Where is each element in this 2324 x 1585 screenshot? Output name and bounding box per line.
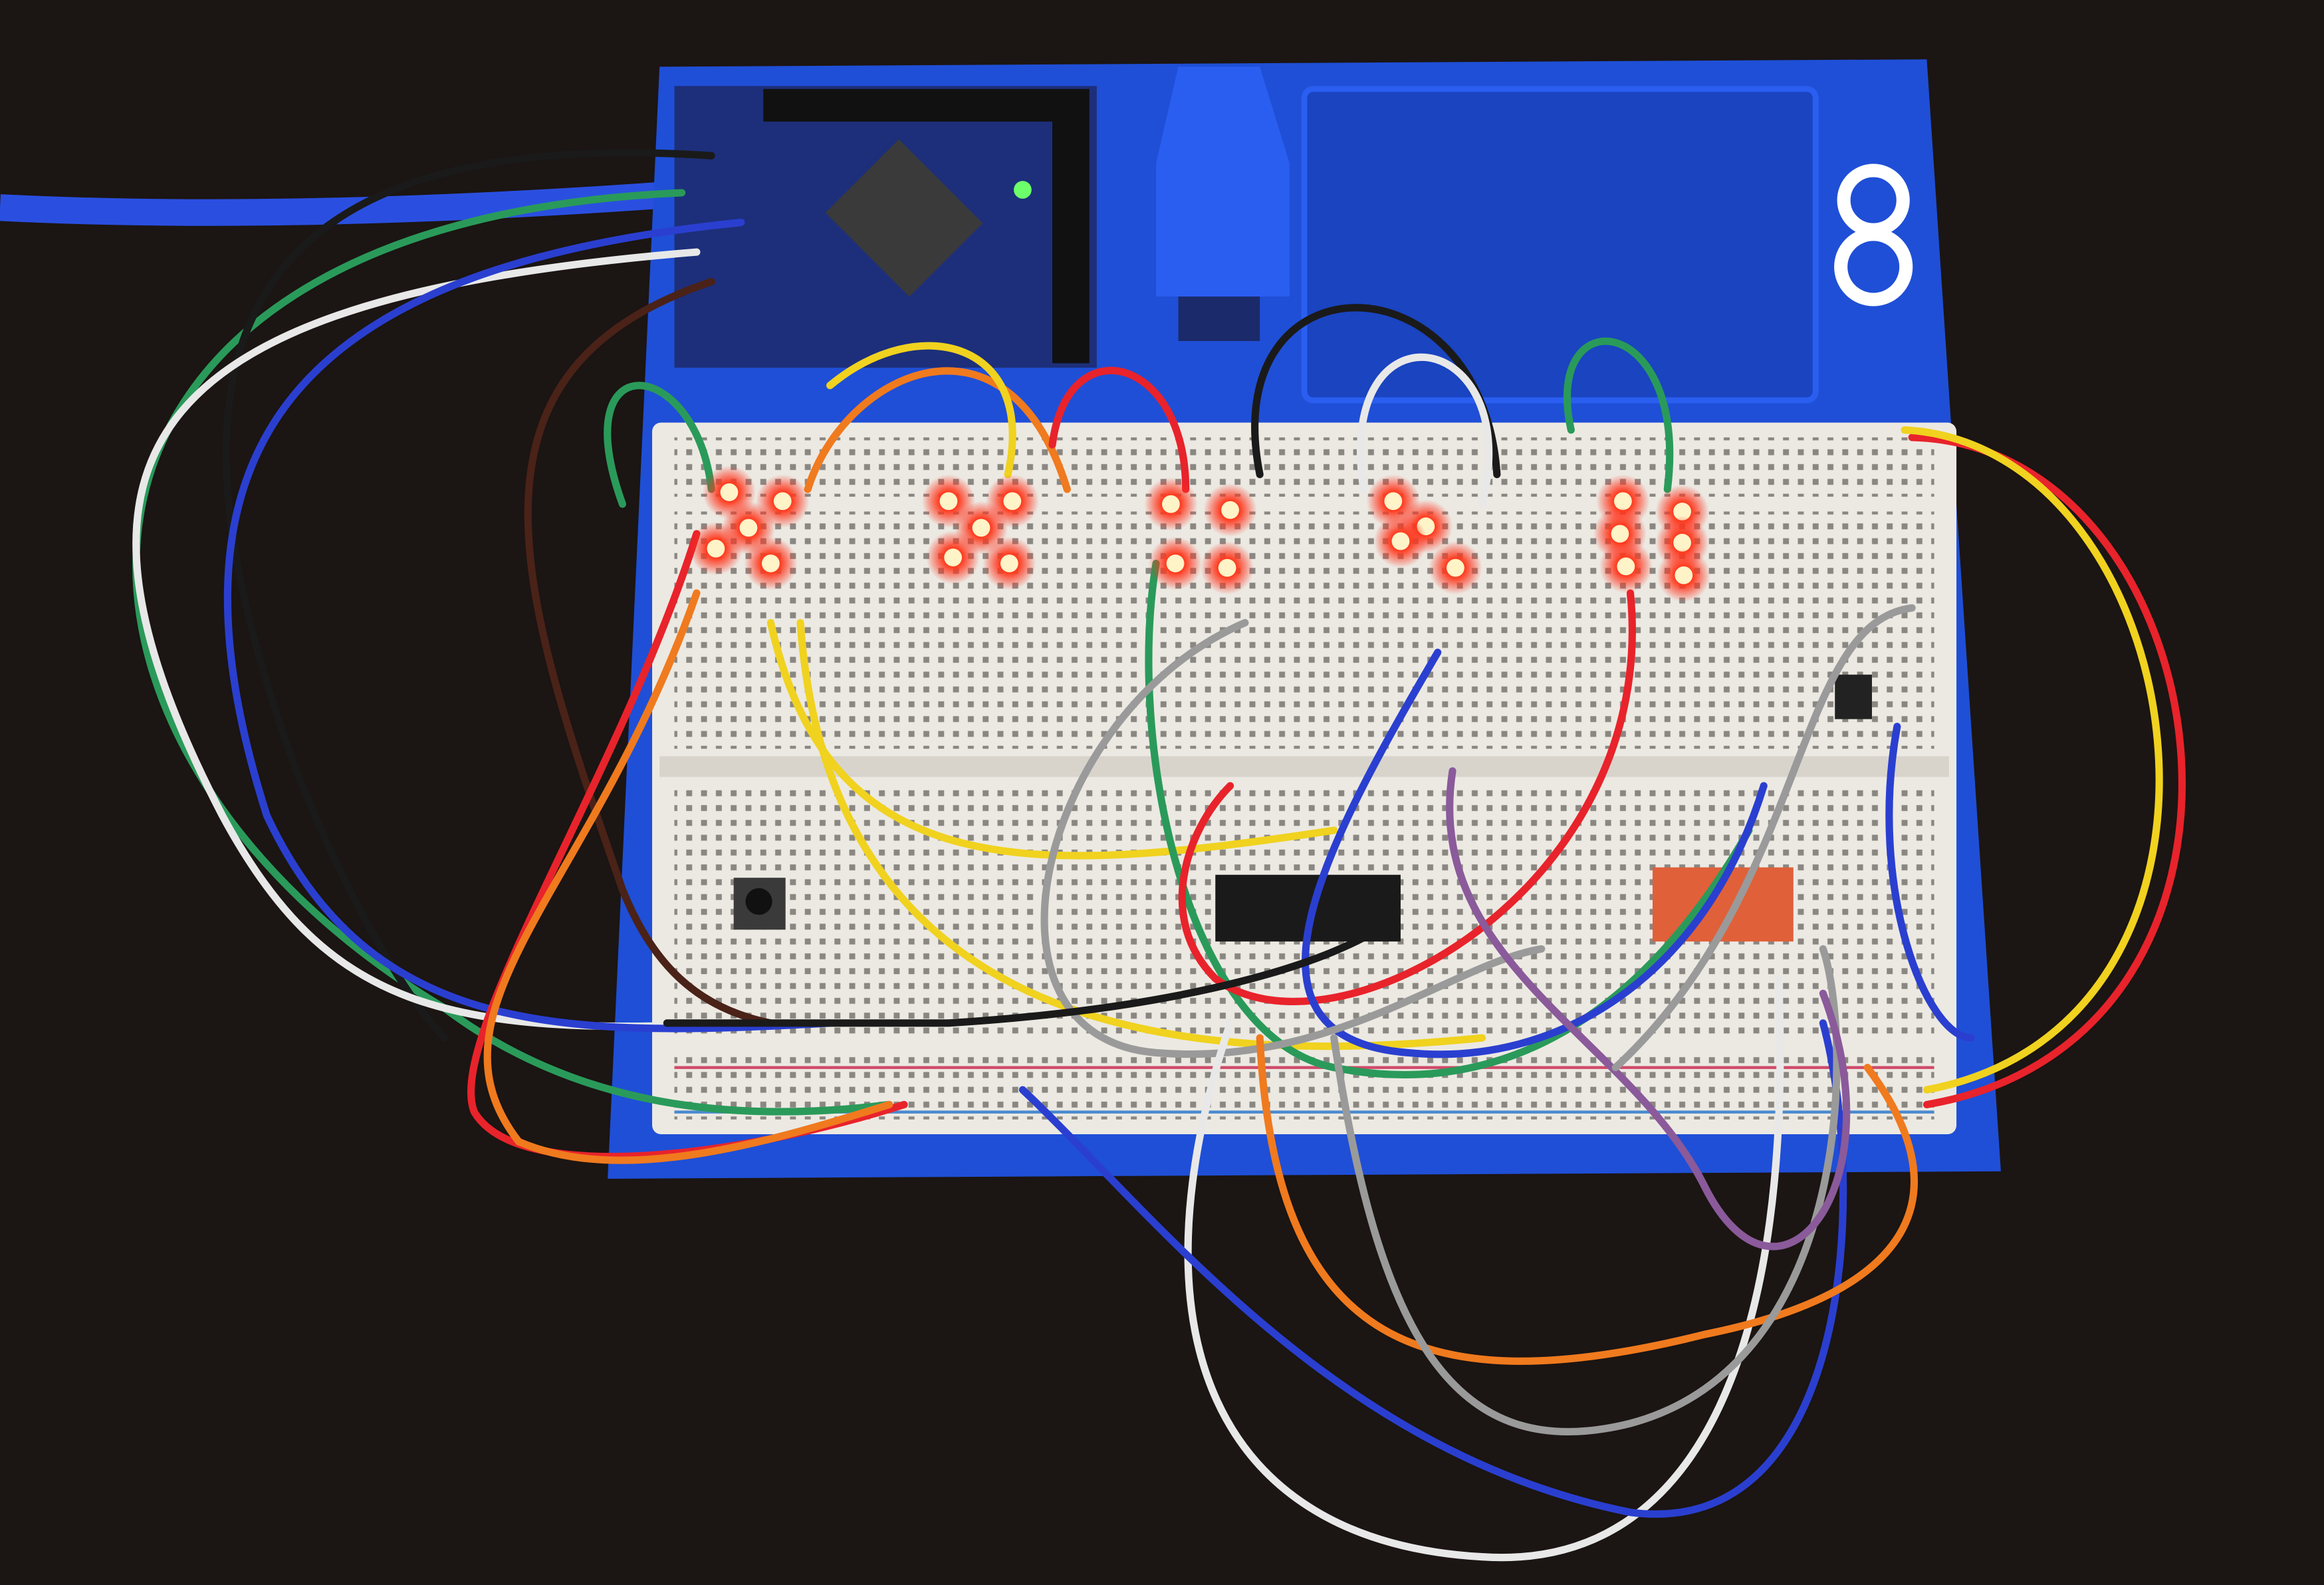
jumper-wire [796,619,1486,1050]
slide-switch [1835,674,1872,719]
jumper-wire [1178,589,1636,1005]
jumper-wire [223,218,834,1033]
led [1166,554,1185,572]
breadboard-holes-top [674,511,1934,749]
wires [132,149,2186,1562]
jumper-wire [804,367,1071,493]
jumper-wire [1564,337,1674,493]
led-cluster [689,465,810,590]
led [972,519,990,537]
jumper-wire [1908,433,2186,1109]
led [1221,501,1239,519]
breadboard-holes-top-rail [674,437,1934,497]
led [1384,492,1403,511]
usb-connector-housing [1156,66,1290,297]
jumper-wire [1184,975,1784,1562]
led [762,554,780,572]
led [720,483,739,501]
jumper-wire [826,342,1016,479]
led [1611,525,1629,543]
led [739,519,758,537]
storage-tray [1301,86,1819,404]
led [1000,554,1018,572]
led-clusters [689,465,1710,602]
jumper-wire [766,619,1338,860]
led [1003,492,1022,511]
jumper-wire [524,278,774,1027]
jumper-wire [1330,945,1841,1436]
jumper-wire [1356,353,1493,508]
arduino-logo [1834,164,1913,306]
led-cluster [1366,474,1482,595]
led [1675,566,1693,584]
jumper-wire [1018,1019,1847,1518]
led-cluster [921,474,1039,590]
jumper-wire [1048,366,1190,493]
pin-header-top [763,88,1090,122]
jumper-wire [1256,1034,1918,1365]
jumper-wire [1145,559,1753,1078]
led [1162,495,1180,513]
push-button-cap [745,888,772,915]
led [1614,492,1632,511]
led [1673,503,1691,521]
jumper-wire [1040,619,1546,1058]
jumper-wire [1885,723,1975,1042]
led [939,492,958,511]
breadboard-channel [659,756,1949,777]
led [773,492,792,511]
led [1447,558,1464,577]
jumper-wire [1611,604,1916,1072]
jumper-wire [1446,767,1851,1251]
led-cluster [1144,477,1257,595]
jumper-wire [1301,648,1768,1058]
led [1673,533,1691,552]
power-led [1014,181,1032,199]
microcontroller-chip [825,139,983,297]
led-cluster [1593,474,1710,602]
jumper-wire [1901,426,2163,1094]
jumper-wire [132,248,745,1031]
jumper-wire [604,382,715,508]
jumper-wire [222,149,715,1042]
jumper-wire [663,915,1397,1027]
led [1617,557,1635,576]
led [1218,558,1236,577]
usb-plug [1178,297,1260,341]
led [707,539,725,558]
pin-header-side [1052,118,1090,364]
jumper-wire [483,589,893,1164]
led [1391,532,1410,550]
led [944,549,963,566]
